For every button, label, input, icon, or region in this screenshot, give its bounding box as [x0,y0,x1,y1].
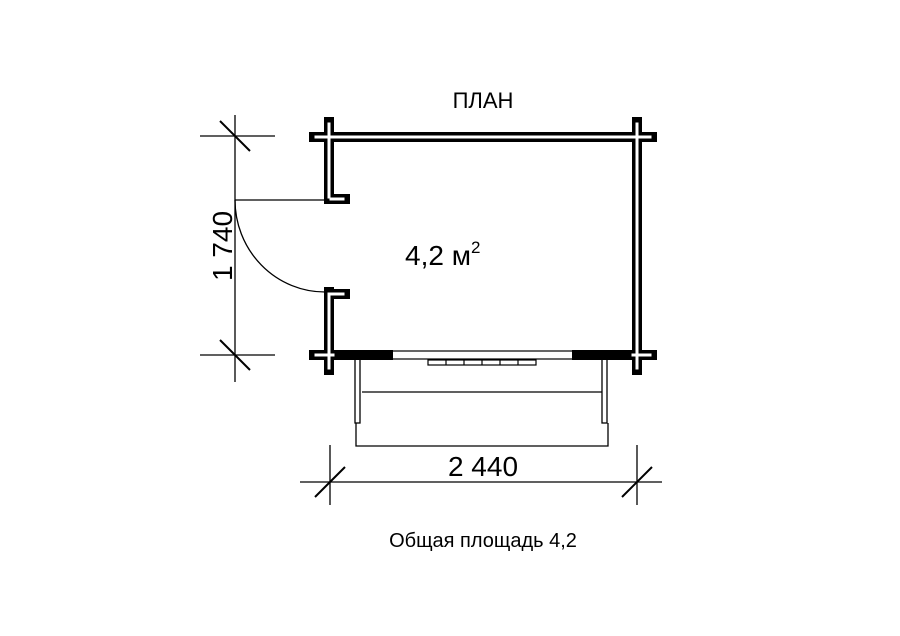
dimension-width-label: 2 440 [448,451,518,482]
door [234,199,326,293]
window [387,350,578,366]
room-area: 4,2 м2 [405,238,480,271]
dimension-height [200,115,275,382]
total-area-caption: Общая площадь 4,2 [389,530,577,552]
dimension-width [300,445,662,505]
walls [309,117,657,375]
porch [354,352,609,447]
plan-title: ПЛАН [453,88,514,113]
dimension-height-label: 1 740 [207,211,238,281]
